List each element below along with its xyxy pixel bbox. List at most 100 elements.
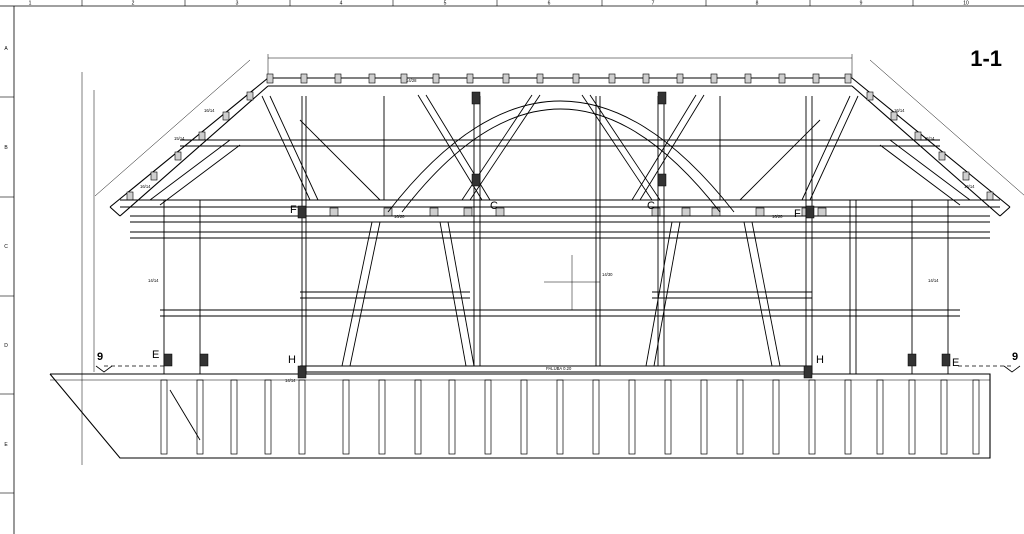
roof-purlin: [222, 111, 230, 121]
member-label-rafter-left: 16/14: [140, 184, 151, 189]
beam-block: [817, 207, 827, 217]
grid-col-7: 7: [652, 1, 655, 7]
roof-purlin: [466, 73, 474, 84]
node-label-h-left: H: [288, 354, 296, 366]
member-label-brace-left: 16/14: [204, 108, 215, 113]
roof-purlin: [890, 111, 898, 121]
joint-plate: [805, 205, 815, 219]
foundation-pile: [908, 379, 916, 455]
roof-purlin: [368, 73, 376, 84]
roof-purlin: [126, 191, 134, 201]
node-label-c-right: C: [647, 200, 655, 212]
node-label-e-left: E: [152, 349, 159, 361]
roof-purlins: [126, 73, 994, 217]
grid-row-b: B: [4, 145, 8, 151]
member-label-beam-left: 16/20: [394, 214, 405, 219]
member-label-brace-right: 16/14: [894, 108, 905, 113]
foundation-pile: [592, 379, 600, 455]
joint-plate: [297, 365, 307, 379]
joint-plate: [941, 353, 951, 367]
diagonal-braces: [149, 94, 971, 441]
joint-plate: [657, 173, 667, 187]
roof-outline: [109, 77, 1011, 217]
grid-row-c: C: [4, 244, 8, 250]
roof-purlin: [778, 73, 786, 84]
section-number-right: 9: [1012, 351, 1018, 363]
section-cut-left: [95, 365, 166, 373]
foundation-pile: [736, 379, 744, 455]
foundation-pile: [448, 379, 456, 455]
centre-mark: [544, 255, 600, 310]
roof-purlin: [866, 91, 874, 101]
roof-purlin: [400, 73, 408, 84]
foundation-pile: [556, 379, 564, 455]
roof-purlin: [744, 73, 752, 84]
joint-plate: [199, 353, 209, 367]
section-cut-right: [958, 365, 1021, 373]
member-label-tie-left: 15/14: [174, 136, 185, 141]
member-label-post-left: 14/14: [148, 278, 159, 283]
beam-block: [755, 207, 765, 217]
foundation-pile: [196, 379, 204, 455]
roof-dimensions: [81, 54, 1024, 465]
roof-purlin: [150, 171, 158, 181]
foundation-piles: [160, 379, 980, 455]
section-number-left: 9: [97, 351, 103, 363]
node-label-c-left: C: [490, 200, 498, 212]
joint-plate: [471, 91, 481, 105]
foundation-pile: [342, 379, 350, 455]
roof-purlin: [844, 73, 852, 84]
foundation-pile: [414, 379, 422, 455]
roof-purlin: [572, 73, 580, 84]
foundation-pile: [520, 379, 528, 455]
node-label-h-right: H: [816, 354, 824, 366]
foundation-pile: [876, 379, 884, 455]
foundation-pile: [972, 379, 980, 455]
roof-purlin: [334, 73, 342, 84]
roof-purlin: [710, 73, 718, 84]
node-label-f-right: F: [794, 208, 801, 220]
central-arch: [387, 100, 735, 213]
joint-plate: [907, 353, 917, 367]
grid-col-10: 10: [963, 1, 969, 7]
member-label-sill: 14/14: [285, 378, 296, 383]
grid-col-6: 6: [548, 1, 551, 7]
roof-purlin: [676, 73, 684, 84]
grid-col-1: 1: [29, 1, 32, 7]
member-label-post-right: 14/14: [928, 278, 939, 283]
grid-col-8: 8: [756, 1, 759, 7]
node-label-e-right: E: [952, 357, 959, 369]
roof-purlin: [536, 73, 544, 84]
foundation-pile: [264, 379, 272, 455]
beam-block: [329, 207, 339, 217]
foundation-pile: [230, 379, 238, 455]
node-labels: 9 9 C C F F H H E E: [97, 200, 1018, 369]
foundation: [49, 373, 991, 459]
grid-row-a: A: [4, 46, 8, 52]
roof-purlin: [300, 73, 308, 84]
member-label-beam-right: 16/20: [772, 214, 783, 219]
node-label-f-left: F: [290, 204, 297, 216]
foundation-pile: [664, 379, 672, 455]
joint-plate: [163, 353, 173, 367]
beam-block: [463, 207, 473, 217]
joint-plates: [163, 91, 951, 379]
member-label-rafter-right: 16/14: [964, 184, 975, 189]
grid-col-2: 2: [132, 1, 135, 7]
foundation-pile: [160, 379, 168, 455]
grid-row-e: E: [4, 442, 8, 448]
beam-block: [681, 207, 691, 217]
beam-block: [711, 207, 721, 217]
joint-plate: [657, 91, 667, 105]
member-label-center: 14/30: [602, 272, 613, 277]
horizontal-beams: [120, 139, 1000, 373]
foundation-pile: [628, 379, 636, 455]
roof-purlin: [246, 91, 254, 101]
foundation-pile: [298, 379, 306, 455]
member-label-tie-right: 15/14: [924, 136, 935, 141]
foundation-pile: [844, 379, 852, 455]
member-labels: 14/28 14/30 14/14 16/14 16/14 16/20 16/2…: [140, 78, 975, 383]
roof-purlin: [914, 131, 922, 141]
joint-plate: [471, 173, 481, 187]
